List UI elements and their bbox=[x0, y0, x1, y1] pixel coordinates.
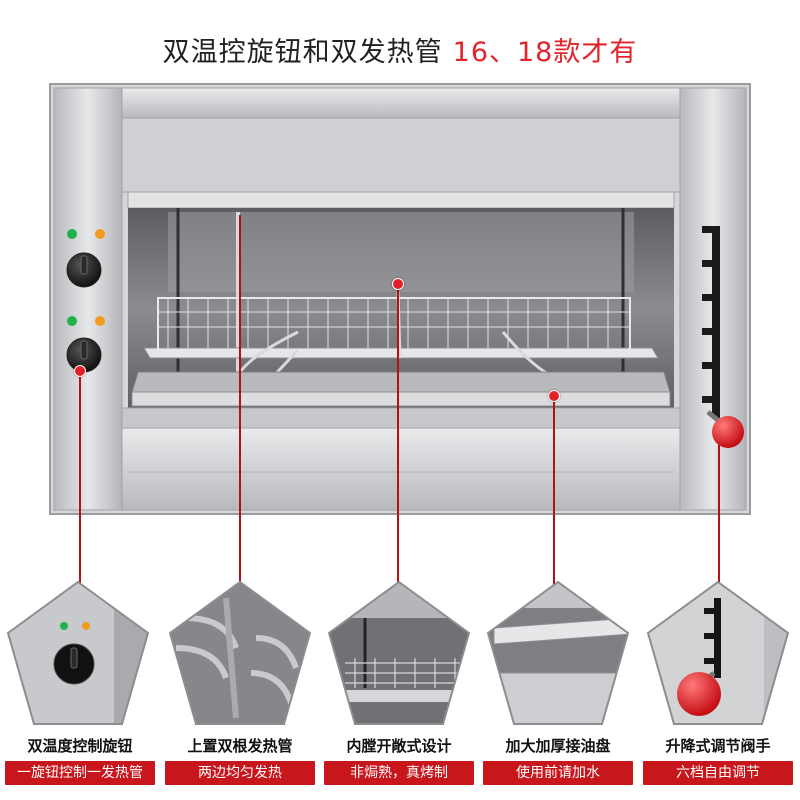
grill-rack bbox=[143, 291, 659, 390]
detail-heating-tubes bbox=[166, 578, 314, 726]
feature-subtitle: 两边均匀发热 bbox=[165, 761, 315, 785]
feature-caption-5: 升降式调节阀手 六档自由调节 bbox=[643, 735, 793, 785]
drip-tray bbox=[131, 371, 671, 407]
indicator-light-orange bbox=[82, 622, 90, 630]
leader-line-2 bbox=[239, 215, 241, 585]
adjust-handle bbox=[677, 672, 721, 716]
feature-caption-1: 双温度控制旋钮 一旋钮控制一发热管 bbox=[5, 735, 155, 785]
leader-line-1 bbox=[79, 370, 81, 585]
indicator-light-orange bbox=[95, 229, 105, 239]
leader-line-5 bbox=[718, 445, 720, 585]
feature-subtitle: 六档自由调节 bbox=[643, 761, 793, 785]
feature-title: 升降式调节阀手 bbox=[665, 737, 771, 755]
feature-subtitle: 使用前请加水 bbox=[483, 761, 633, 785]
leader-line-4 bbox=[553, 396, 555, 586]
feature-title: 上置双根发热管 bbox=[187, 737, 293, 755]
feature-title: 双温度控制旋钮 bbox=[27, 737, 133, 755]
indicator-light-green bbox=[67, 229, 77, 239]
indicator-light-green bbox=[60, 622, 68, 630]
feature-caption-3: 内膛开敞式设计 非焗熟，真烤制 bbox=[324, 735, 474, 785]
feature-caption-2: 上置双根发热管 两边均匀发热 bbox=[165, 735, 315, 785]
detail-open-chamber bbox=[325, 578, 473, 726]
feature-subtitle: 非焗熟，真烤制 bbox=[324, 761, 474, 785]
leader-line-3 bbox=[397, 284, 399, 584]
detail-drip-tray bbox=[484, 578, 632, 726]
feature-caption-4: 加大加厚接油盘 使用前请加水 bbox=[483, 735, 633, 785]
leader-dot-4 bbox=[548, 390, 560, 402]
adjust-handle bbox=[712, 416, 744, 448]
detail-adjust-handle bbox=[644, 578, 792, 726]
headline: 双温控旋钮和双发热管 16、18款才有 bbox=[0, 30, 800, 69]
feature-title: 加大加厚接油盘 bbox=[505, 737, 611, 755]
control-panel bbox=[53, 87, 123, 511]
indicator-light-orange bbox=[95, 316, 105, 326]
leader-dot-1 bbox=[74, 365, 86, 377]
feature-title: 内膛开敞式设计 bbox=[346, 737, 452, 755]
indicator-light-green bbox=[67, 316, 77, 326]
headline-main: 双温控旋钮和双发热管 bbox=[162, 37, 443, 68]
detail-knob bbox=[4, 578, 152, 726]
oven-illustration bbox=[48, 82, 752, 516]
adjust-track bbox=[702, 226, 720, 418]
headline-accent: 16、18款才有 bbox=[452, 37, 638, 68]
leader-dot-3 bbox=[392, 278, 404, 290]
feature-subtitle: 一旋钮控制一发热管 bbox=[5, 761, 155, 785]
